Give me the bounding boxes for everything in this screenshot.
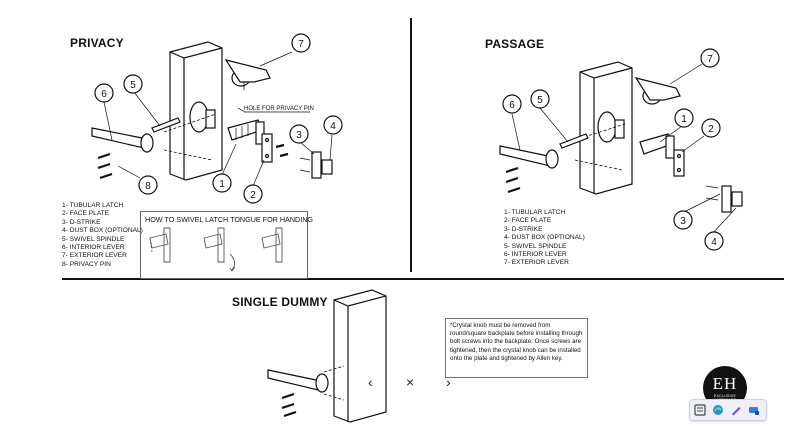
logo-letters: EH [712,374,738,393]
privacy-callout-5: 5 [130,80,136,91]
howto-sketches [149,227,283,272]
passage-callout-7: 7 [707,54,713,65]
privacy-callout-2: 2 [250,190,256,201]
privacy-callout-3: 3 [296,130,302,141]
privacy-diagram: HOLE FOR PRIVACY PIN 6 [91,33,343,204]
parts-item: 1- TUBULAR LATCH [504,209,566,216]
extension-icon[interactable] [747,403,761,417]
passage-callout-3: 3 [680,216,686,227]
privacy-callout-1: 1 [219,179,225,190]
parts-item: 1- TUBULAR LATCH [62,202,124,209]
crystal-knob-note: *Crystal knob must be removed from round… [445,318,588,378]
passage-callout-6: 6 [509,100,515,111]
parts-item: 2- FACE PLATE [504,217,552,225]
gallery-icon[interactable] [693,403,707,417]
privacy-callout-8: 8 [145,181,151,192]
single-dummy-diagram [267,289,387,423]
passage-callouts [502,48,724,251]
passage-callout-2: 2 [708,124,714,135]
passage-parts-list: 1- TUBULAR LATCH 2- FACE PLATE 3- D-STRI… [504,209,585,268]
single-dummy-title: SINGLE DUMMY [232,295,328,309]
howto-box: HOW TO SWIVEL LATCH TONGUE FOR HANDING [140,211,313,279]
privacy-title: PRIVACY [70,36,124,50]
parts-item: 7- EXTERIOR LEVER [62,252,127,260]
hole-label: HOLE FOR PRIVACY PIN [244,106,314,112]
privacy-callouts [94,33,343,204]
passage-callout-4: 4 [711,237,717,248]
pen-icon[interactable] [729,403,743,417]
parts-item: 5- SWIVEL SPINDLE [62,235,125,243]
passage-callout-1: 1 [681,114,687,125]
parts-item: 4- DUST BOX (OPTIONAL) [62,227,143,235]
passage-diagram: 6 5 7 1 2 3 4 [499,48,743,251]
parts-item: 4- DUST BOX (OPTIONAL) [504,234,585,242]
edge-icon[interactable] [711,403,725,417]
floating-toolbar [689,399,767,421]
close-viewer-button[interactable]: × [406,374,415,390]
parts-item: 7- EXTERIOR LEVER [504,259,569,267]
parts-item: 3- D-STRIKE [504,225,543,233]
horizontal-divider [62,278,784,280]
parts-item: 3- D-STRIKE [62,218,101,226]
privacy-callout-4: 4 [330,121,336,132]
passage-callout-5: 5 [537,95,543,106]
parts-item: 6- INTERIOR LEVER [504,251,567,259]
howto-title: HOW TO SWIVEL LATCH TONGUE FOR HANDING [145,215,313,224]
vertical-divider [410,18,412,272]
parts-item: 8- PRIVACY PIN [62,260,111,268]
privacy-callout-6: 6 [101,89,107,100]
parts-item: 6- INTERIOR LEVER [62,244,125,252]
passage-title: PASSAGE [485,37,545,51]
privacy-callout-7: 7 [298,39,304,50]
next-image-button[interactable]: › [446,374,451,390]
parts-item: 5- SWIVEL SPINDLE [504,242,567,250]
parts-item: 2- FACE PLATE [62,210,110,218]
prev-image-button[interactable]: ‹ [368,374,373,390]
privacy-parts-list: 1- TUBULAR LATCH 2- FACE PLATE 3- D-STRI… [62,202,143,269]
